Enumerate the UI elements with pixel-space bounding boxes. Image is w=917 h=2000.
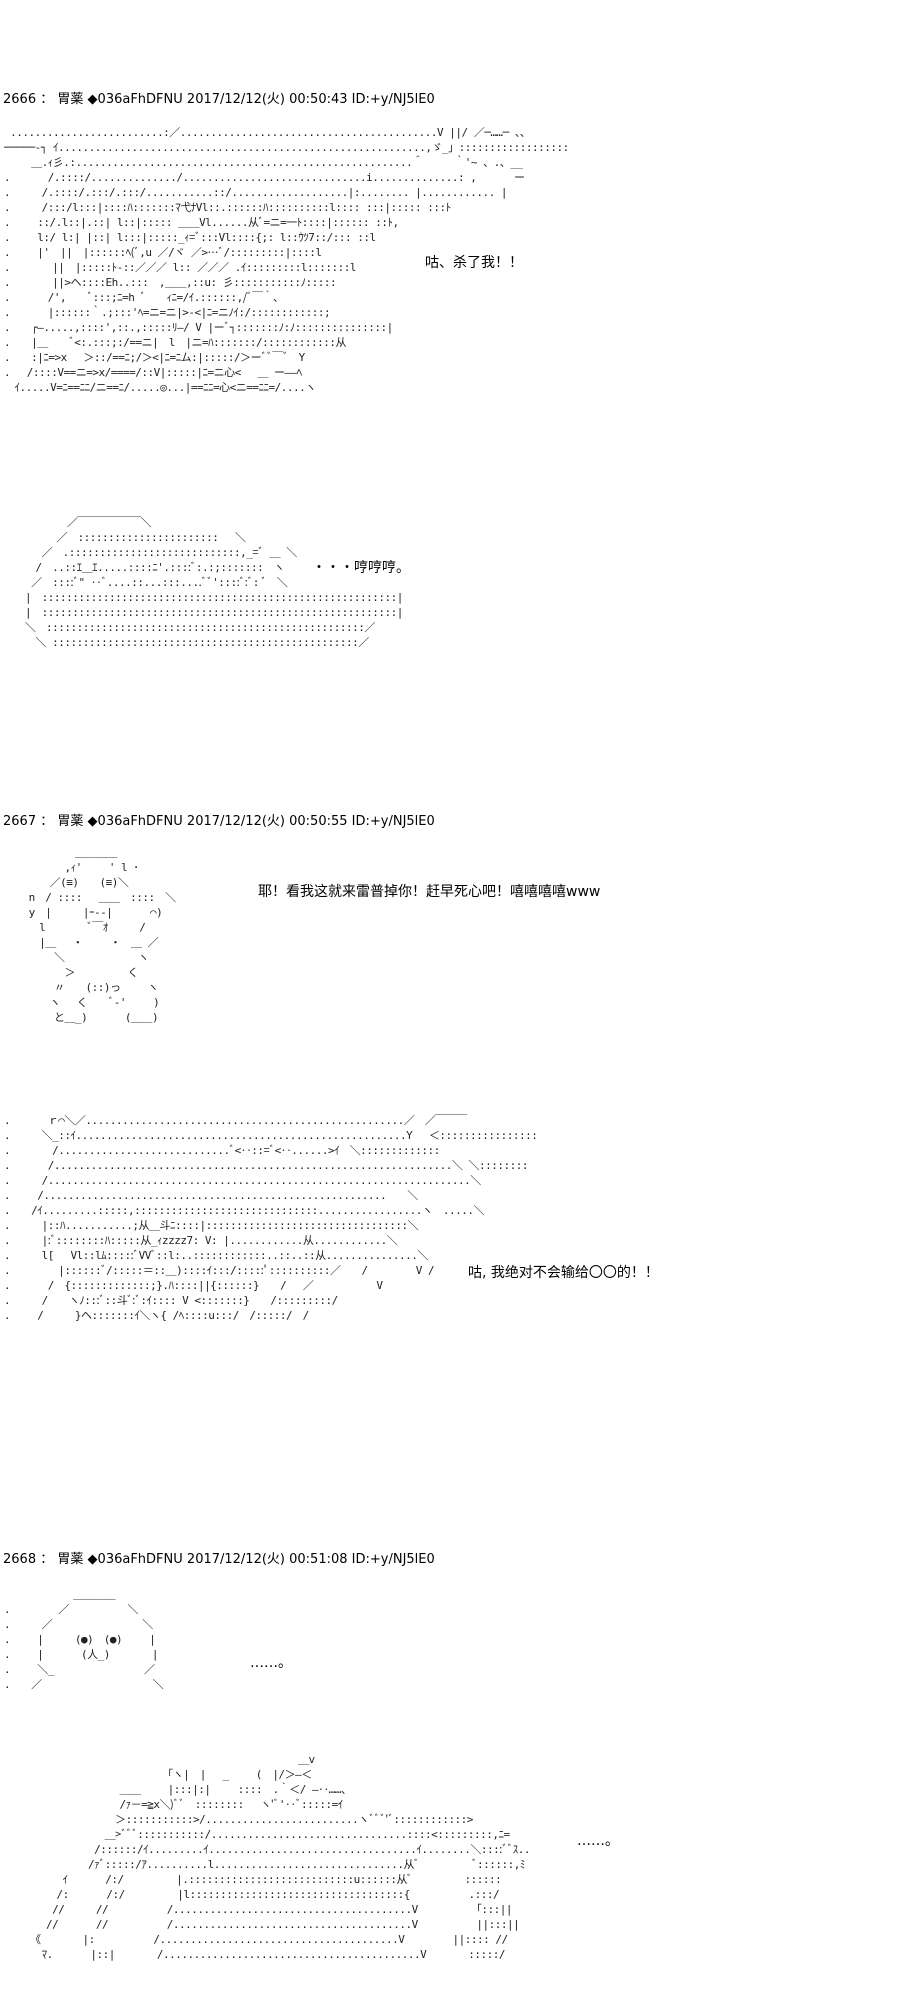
ascii-art-blob-smug: ／￣￣￣￣￣￣＼ ／ ::::::::::::::::::::::: ＼ ／ .… (24, 516, 403, 649)
speech-line: 咕, 我绝对不会输给〇〇的！！ (468, 1265, 659, 1281)
post-date: 2017/12/12(火) 00:51:08 (186, 1552, 348, 1567)
post-header-2667: 2667 ： 胃薬 ◆036aFhDFNU 2017/12/12(火) 00:5… (3, 810, 435, 829)
ascii-art-knight-kneeling: ＿v ｢ヽ| | _ ( |/＞―＜ ＿＿ |:::|:| :::: .｀＜/ … (35, 1753, 531, 1961)
poster-name[interactable]: 胃薬 (57, 92, 84, 107)
poster-id[interactable]: ID:+y/NJ5lE0 (351, 814, 435, 829)
poster-name[interactable]: 胃薬 (57, 814, 84, 829)
post-separator: ： (40, 814, 54, 829)
speech-line: 耶！看我这就来雷普掉你！赶早死心吧！嘻嘻嘻嘻www (258, 884, 601, 900)
post-date: 2017/12/12(火) 00:50:55 (186, 814, 348, 829)
poster-trip: ◆036aFhDFNU (87, 814, 183, 829)
poster-name[interactable]: 胃薬 (57, 1552, 84, 1567)
speech-line: ・・・哼哼哼。 (312, 560, 410, 576)
poster-id[interactable]: ID:+y/NJ5lE0 (351, 92, 435, 107)
post-header-2666: 2666 ： 胃薬 ◆036aFhDFNU 2017/12/12(火) 00:5… (3, 88, 435, 107)
poster-trip: ◆036aFhDFNU (87, 1552, 183, 1567)
poster-trip: ◆036aFhDFNU (87, 92, 183, 107)
post-number: 2668 (3, 1552, 37, 1567)
post-number: 2667 (3, 814, 37, 829)
ascii-art-knight-defiant: . ｒ⌒＼／..................................… (4, 1114, 538, 1322)
ascii-art-blob-blank: ＿＿＿＿ . ／ ＼ . ／ ＼ . | (●) (●) | . | (人_) … (4, 1588, 164, 1691)
post-header-2668: 2668 ： 胃薬 ◆036aFhDFNU 2017/12/12(火) 00:5… (3, 1548, 435, 1567)
ascii-art-blob-grin: ＿＿＿＿ ,ｨ' ' l ･ ／(≡) (≡)＼ n / :::: ＿＿ :::… (28, 846, 176, 1024)
speech-line: ……。 (577, 1833, 619, 1849)
post-separator: ： (40, 92, 54, 107)
post-date: 2017/12/12(火) 00:50:43 (186, 92, 348, 107)
post-number: 2666 (3, 92, 37, 107)
poster-id[interactable]: ID:+y/NJ5lE0 (351, 1552, 435, 1567)
speech-line: ……。 (250, 1655, 292, 1671)
post-separator: ： (40, 1552, 54, 1567)
ascii-art-knight: .........................:／.............… (4, 126, 569, 394)
speech-line: 咕、杀了我！！ (425, 255, 523, 271)
